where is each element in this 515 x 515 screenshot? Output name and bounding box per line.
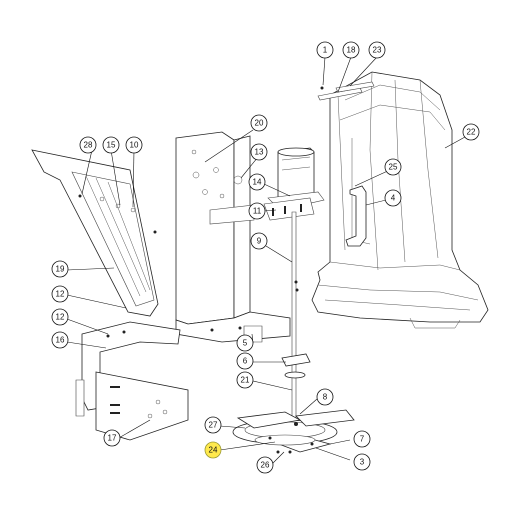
callout-22[interactable]: 22 xyxy=(462,123,480,141)
callout-7[interactable]: 7 xyxy=(353,430,371,448)
svg-text:21: 21 xyxy=(241,376,250,385)
callout-19[interactable]: 19 xyxy=(51,260,69,278)
callout-3[interactable]: 3 xyxy=(353,453,371,471)
svg-text:17: 17 xyxy=(108,434,117,443)
svg-text:18: 18 xyxy=(347,46,356,55)
callout-17[interactable]: 17 xyxy=(103,429,121,447)
callout-9[interactable]: 9 xyxy=(250,232,268,250)
callout-26[interactable]: 26 xyxy=(256,456,274,474)
callout-25[interactable]: 25 xyxy=(384,158,402,176)
svg-text:1: 1 xyxy=(323,46,328,55)
svg-text:24: 24 xyxy=(209,446,218,455)
callout-14[interactable]: 14 xyxy=(248,173,266,191)
impeller-assembly xyxy=(232,409,355,454)
callout-24-highlighted[interactable]: 24 xyxy=(204,441,222,459)
svg-text:8: 8 xyxy=(323,393,328,402)
shaft xyxy=(281,211,311,421)
callout-11[interactable]: 11 xyxy=(248,202,266,220)
motor xyxy=(263,147,325,221)
svg-text:28: 28 xyxy=(84,141,93,150)
callout-6[interactable]: 6 xyxy=(236,352,254,370)
side-panel xyxy=(31,149,159,317)
handle xyxy=(345,185,367,247)
callout-23[interactable]: 23 xyxy=(368,41,386,59)
svg-text:10: 10 xyxy=(130,141,139,150)
callout-1[interactable]: 1 xyxy=(316,41,334,59)
svg-text:4: 4 xyxy=(391,194,396,203)
svg-text:15: 15 xyxy=(107,141,116,150)
svg-text:12: 12 xyxy=(56,313,65,322)
svg-text:16: 16 xyxy=(56,336,65,345)
hinge-rods xyxy=(317,81,375,101)
callout-13[interactable]: 13 xyxy=(250,143,268,161)
svg-text:20: 20 xyxy=(255,119,264,128)
svg-text:19: 19 xyxy=(56,265,65,274)
callout-20[interactable]: 20 xyxy=(250,114,268,132)
callout-28[interactable]: 28 xyxy=(79,136,97,154)
svg-text:12: 12 xyxy=(56,290,65,299)
svg-text:13: 13 xyxy=(255,148,264,157)
svg-text:6: 6 xyxy=(243,357,248,366)
svg-text:14: 14 xyxy=(253,178,262,187)
svg-text:23: 23 xyxy=(373,46,382,55)
callout-4[interactable]: 4 xyxy=(384,189,402,207)
callout-18[interactable]: 18 xyxy=(342,41,360,59)
svg-text:25: 25 xyxy=(389,163,398,172)
callout-21[interactable]: 21 xyxy=(236,371,254,389)
svg-text:3: 3 xyxy=(360,458,365,467)
svg-text:11: 11 xyxy=(253,207,262,216)
lower-plate xyxy=(95,371,189,441)
callout-16[interactable]: 16 xyxy=(51,331,69,349)
svg-text:26: 26 xyxy=(261,461,270,470)
callout-8[interactable]: 8 xyxy=(316,388,334,406)
svg-text:9: 9 xyxy=(257,237,262,246)
callout-27[interactable]: 27 xyxy=(204,416,222,434)
callout-10[interactable]: 10 xyxy=(125,136,143,154)
callouts: 1 18 23 22 20 13 14 11 25 4 28 15 10 9 1… xyxy=(51,41,480,474)
callout-12-lower[interactable]: 12 xyxy=(51,308,69,326)
callout-5[interactable]: 5 xyxy=(236,334,254,352)
callout-12-upper[interactable]: 12 xyxy=(51,285,69,303)
mounting-box xyxy=(175,131,291,343)
svg-text:27: 27 xyxy=(209,421,218,430)
svg-text:5: 5 xyxy=(243,339,248,348)
svg-text:7: 7 xyxy=(360,435,365,444)
support-bracket xyxy=(75,321,181,417)
svg-text:22: 22 xyxy=(467,128,476,137)
leader-lines xyxy=(66,56,466,465)
callout-15[interactable]: 15 xyxy=(102,136,120,154)
